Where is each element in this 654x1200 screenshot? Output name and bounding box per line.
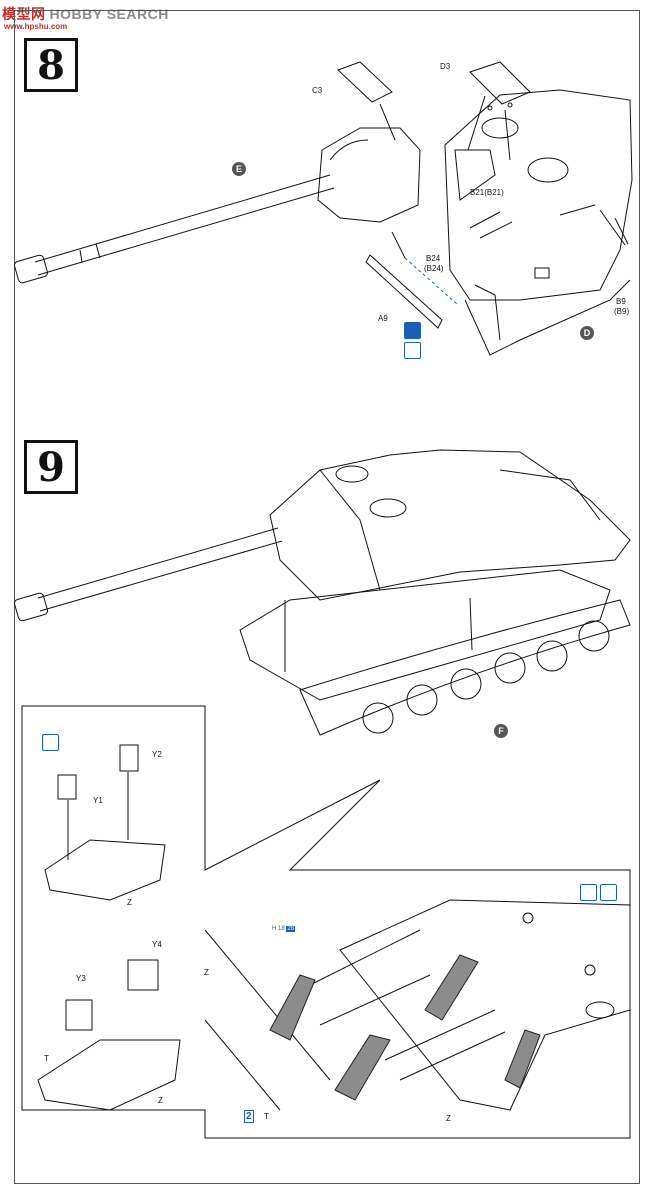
label-y3: Y3 xyxy=(76,974,86,983)
page-frame xyxy=(14,10,640,1184)
plate-d3 xyxy=(467,61,531,161)
quantity-tag: 2 xyxy=(244,1110,256,1123)
watermark-url: www.hpshu.com xyxy=(4,22,68,31)
rotate-icon xyxy=(404,342,421,359)
track-segment-lower xyxy=(334,1034,391,1101)
label-b9-alt: (B9) xyxy=(614,307,630,316)
sprue-ref-text: H 18 xyxy=(272,926,285,932)
cement-icon xyxy=(404,322,421,339)
hull-step8 xyxy=(317,89,633,356)
label-z-right-bottom: Z xyxy=(446,1114,451,1123)
rotate-icon xyxy=(580,884,597,901)
label-z-right-top: Z xyxy=(204,968,209,977)
gun-barrel-step8 xyxy=(13,174,335,284)
label-z-bottom: Z xyxy=(158,1096,163,1105)
gun-barrel-step9 xyxy=(13,527,283,622)
track-link-y3-y4 xyxy=(37,959,181,1111)
part-b9 xyxy=(614,217,629,245)
hull-underside xyxy=(309,899,631,1111)
part-b21 xyxy=(469,211,513,239)
label-d3: D3 xyxy=(440,62,451,71)
label-y1: Y1 xyxy=(93,796,103,805)
label-t-left: T xyxy=(44,1054,49,1063)
quantity-count: 2 xyxy=(244,1110,254,1123)
label-b24: B24 xyxy=(426,254,441,263)
step-9-number: 9 xyxy=(24,440,78,494)
hatch-c3 xyxy=(337,61,396,141)
track-link-y1-y2 xyxy=(44,744,166,901)
label-b21: B21(B21) xyxy=(470,188,504,197)
paint-icon xyxy=(42,734,59,751)
track-segment-middle xyxy=(424,954,479,1021)
paint-icon xyxy=(600,884,617,901)
fender-a9 xyxy=(365,231,459,329)
step-8-number: 8 xyxy=(24,38,78,92)
label-b24-alt: (B24) xyxy=(424,264,444,273)
sprue-reference: H 18 28 xyxy=(272,926,296,932)
label-b9: B9 xyxy=(616,297,626,306)
badge-d: D xyxy=(580,326,594,340)
label-y2: Y2 xyxy=(152,750,162,759)
label-a9: A9 xyxy=(378,314,388,323)
badge-e: E xyxy=(232,162,246,176)
badge-f: F xyxy=(494,724,508,738)
track-segment-right xyxy=(504,1029,541,1089)
label-t-right: T xyxy=(264,1112,269,1121)
label-z-top: Z xyxy=(127,898,132,907)
label-c3: C3 xyxy=(312,86,323,95)
zoom-inset xyxy=(21,705,631,1139)
track-segment-upper xyxy=(269,974,316,1041)
tank-step9 xyxy=(239,449,631,736)
sprue-ref-box: 28 xyxy=(286,926,296,932)
label-y4: Y4 xyxy=(152,940,162,949)
